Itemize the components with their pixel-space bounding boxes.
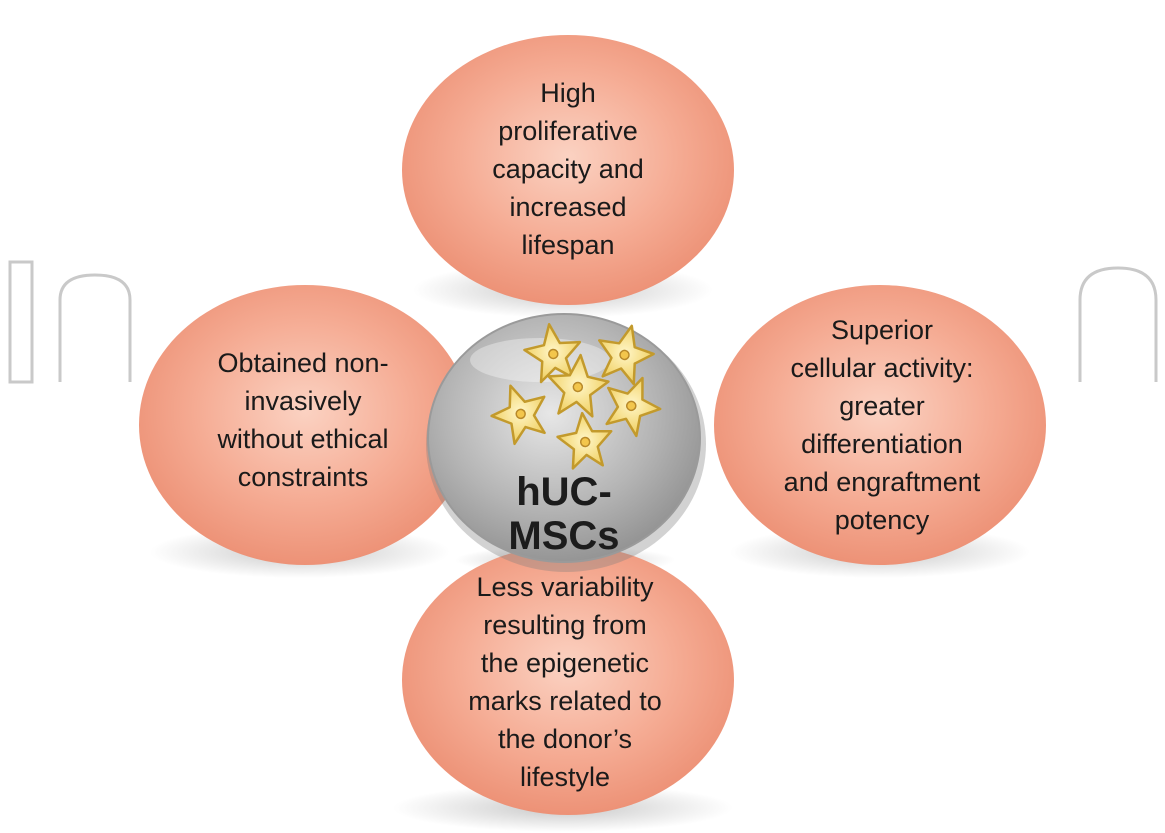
petal-top (402, 35, 734, 305)
petal-right-label: Superior cellular activity: greater diff… (783, 315, 981, 535)
petal-top-label: High proliferative capacity and increase… (492, 78, 644, 260)
petal-left (139, 285, 471, 565)
petal-bottom (402, 545, 734, 815)
petal-bottom-label: Less variability resulting from the epig… (468, 572, 662, 792)
petal-left-label: Obtained non- invasively without ethical… (217, 348, 389, 492)
center-label: hUC-MSCs (508, 470, 620, 558)
petal-right (714, 285, 1046, 565)
stem-cell-icons (490, 323, 662, 470)
watermark (8, 260, 1158, 384)
